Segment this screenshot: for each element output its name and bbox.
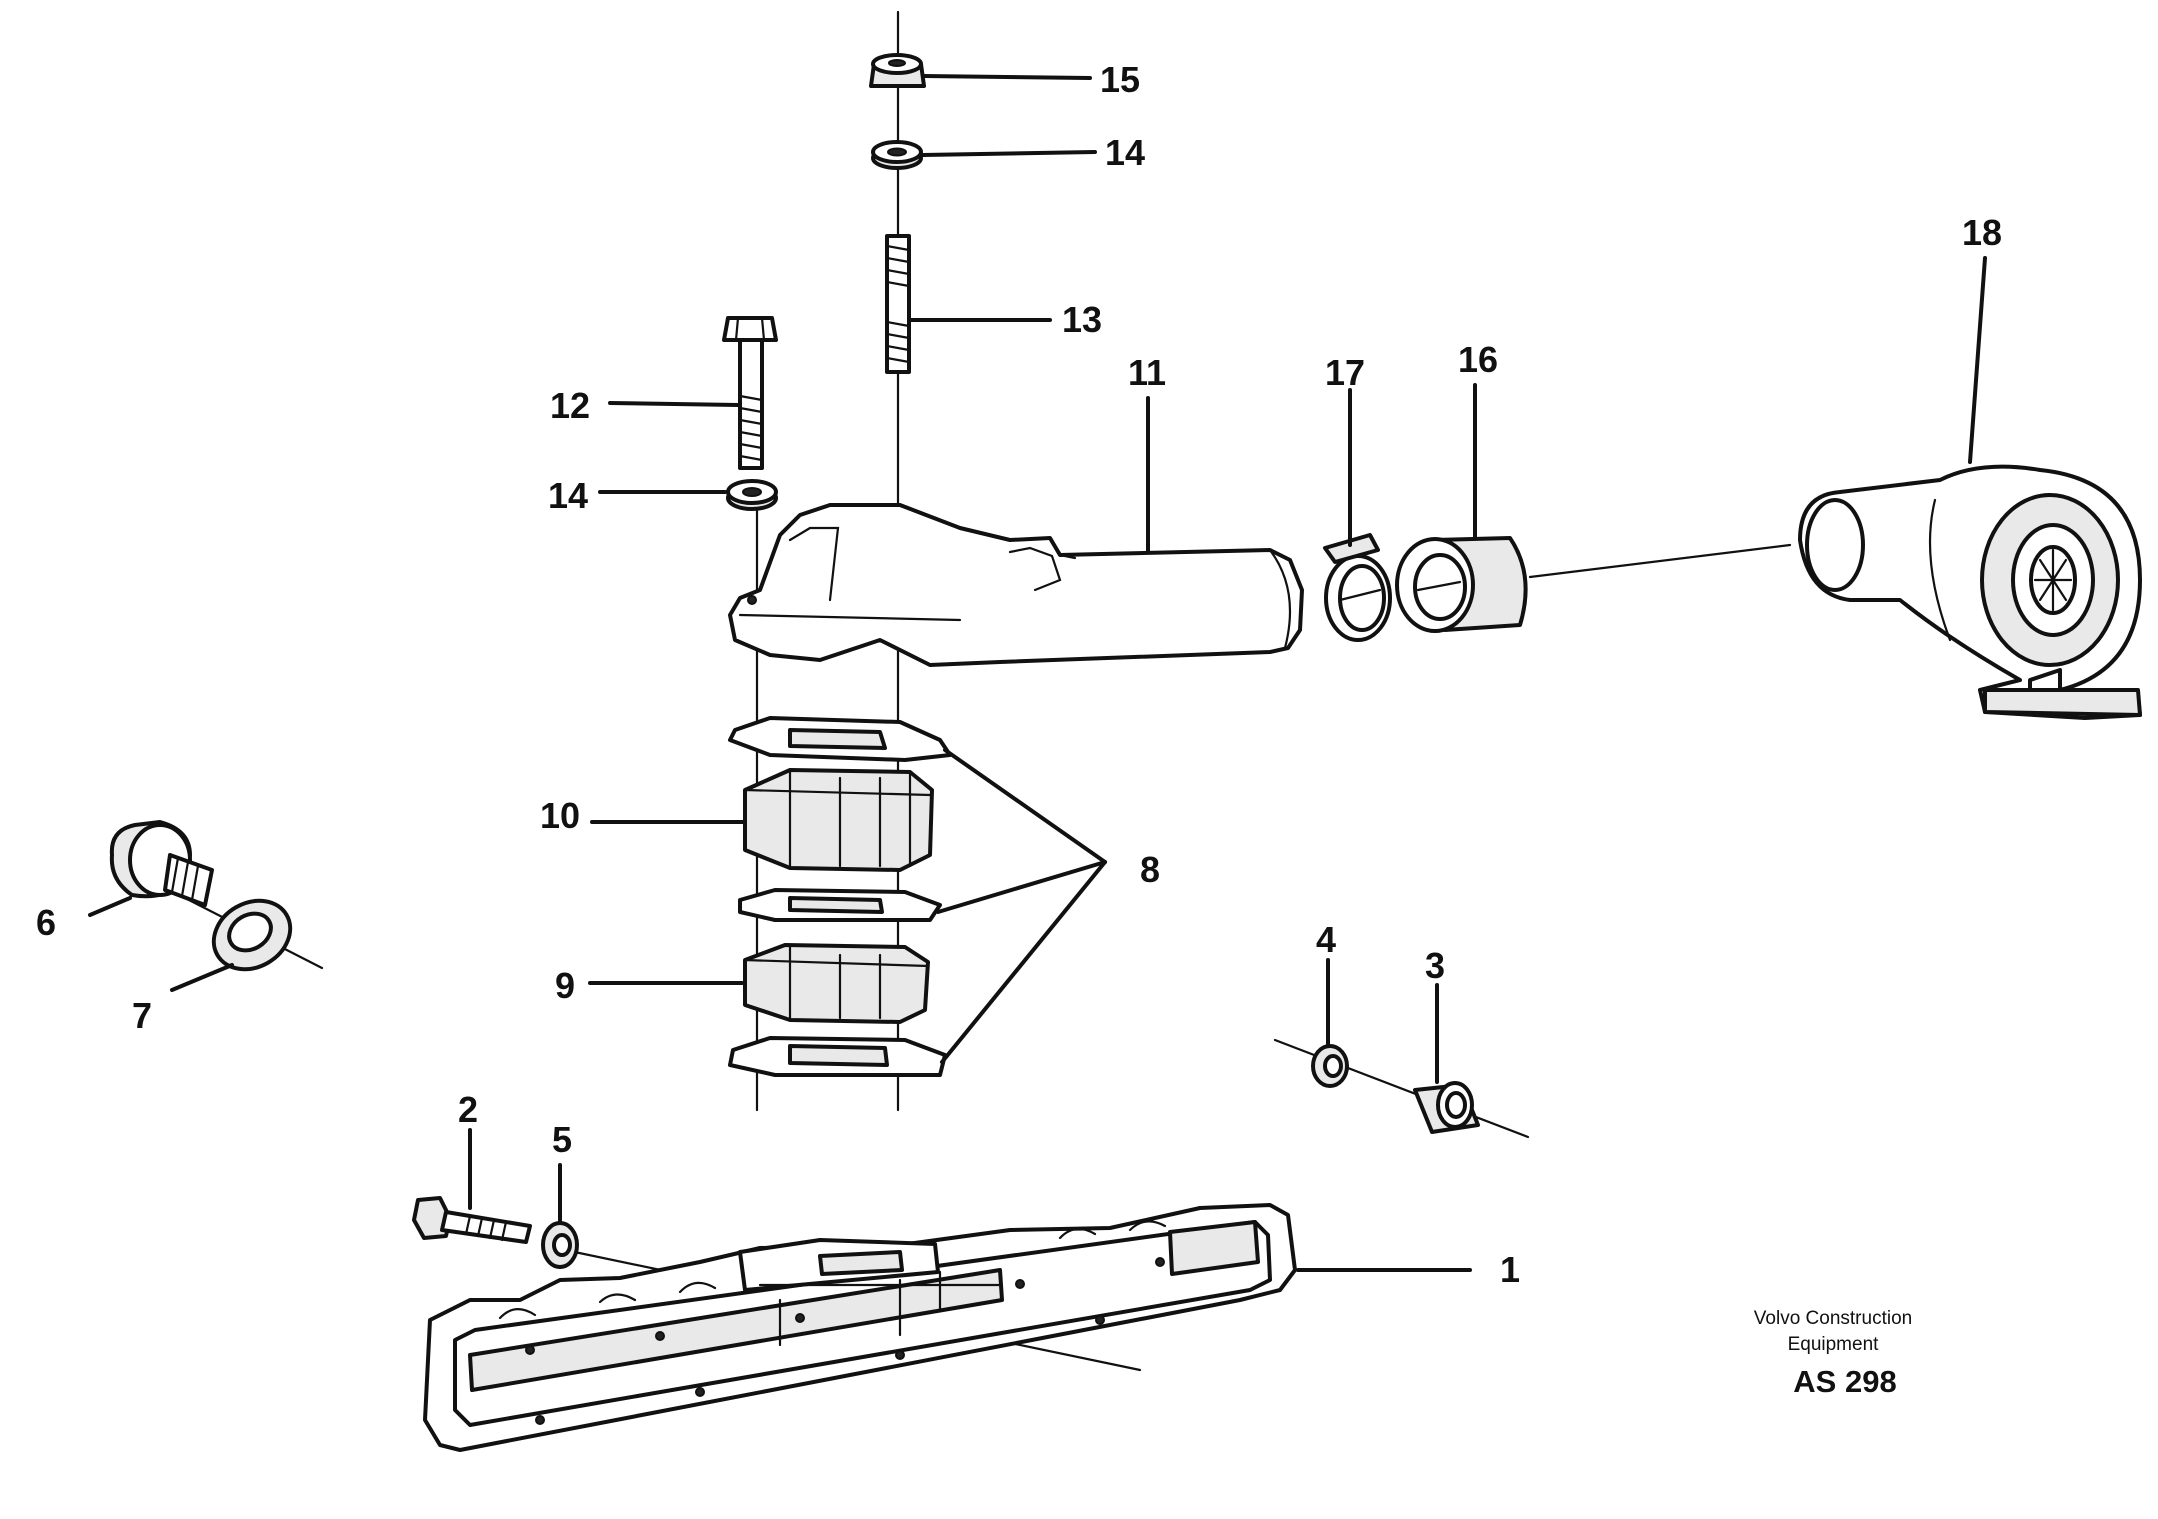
label-12: 12: [550, 385, 590, 426]
label-1: 1: [1500, 1249, 1520, 1290]
turbocharger-part-18: [1798, 464, 2142, 720]
nut-part-15: [869, 53, 926, 88]
washer-part-5: [541, 1221, 579, 1269]
label-11: 11: [1128, 352, 1166, 393]
label-7: 7: [132, 995, 152, 1036]
label-13: 13: [1062, 299, 1102, 340]
label-16: 16: [1458, 339, 1498, 380]
spacer-part-9: [743, 943, 930, 1024]
label-6: 6: [36, 902, 56, 943]
hose-sleeve-part-16: [1395, 536, 1528, 633]
label-18: 18: [1962, 212, 2002, 253]
washer-part-14-lower: [726, 479, 778, 511]
intake-pipe-part-11: [728, 503, 1304, 667]
gasket-part-8-middle: [738, 888, 942, 922]
label-10: 10: [540, 795, 580, 836]
assembly-axes: [138, 10, 1792, 1372]
caption-brand-line1: Volvo Construction: [1754, 1308, 1912, 1329]
label-4: 4: [1316, 919, 1336, 960]
caption-brand-line2: Equipment: [1788, 1334, 1880, 1355]
gasket-part-8-bottom: [728, 1036, 947, 1077]
intake-manifold-part-1: [423, 1203, 1297, 1452]
label-2: 2: [458, 1089, 478, 1130]
washer-part-4: [1311, 1044, 1349, 1088]
sleeve-part-3: [1413, 1081, 1480, 1134]
bolt-part-2: [412, 1196, 532, 1244]
label-5: 5: [552, 1119, 572, 1160]
caption-drawing-code: AS 298: [1793, 1364, 1896, 1399]
caption-block: Volvo Construction Equipment AS 298: [1754, 1308, 1912, 1399]
seal-ring-part-7: [211, 898, 293, 972]
label-17: 17: [1325, 352, 1365, 393]
label-15: 15: [1100, 59, 1140, 100]
label-14-lower: 14: [548, 475, 588, 516]
label-9: 9: [555, 965, 575, 1006]
label-3: 3: [1425, 945, 1445, 986]
leader-lines: [88, 74, 1987, 1272]
spacer-part-10: [743, 768, 934, 872]
gasket-part-8-top: [728, 716, 952, 762]
callout-labels: 15 14 13 12 14 11 17 16 18 10 8 9 6 7 4 …: [36, 59, 2002, 1290]
bolt-part-12: [722, 316, 778, 470]
hose-clamp-part-17: [1323, 533, 1392, 642]
washer-part-14-top: [871, 140, 923, 170]
label-14-top: 14: [1105, 132, 1145, 173]
stud-part-13: [885, 234, 911, 374]
label-8: 8: [1140, 849, 1160, 890]
plug-part-6: [109, 820, 214, 907]
